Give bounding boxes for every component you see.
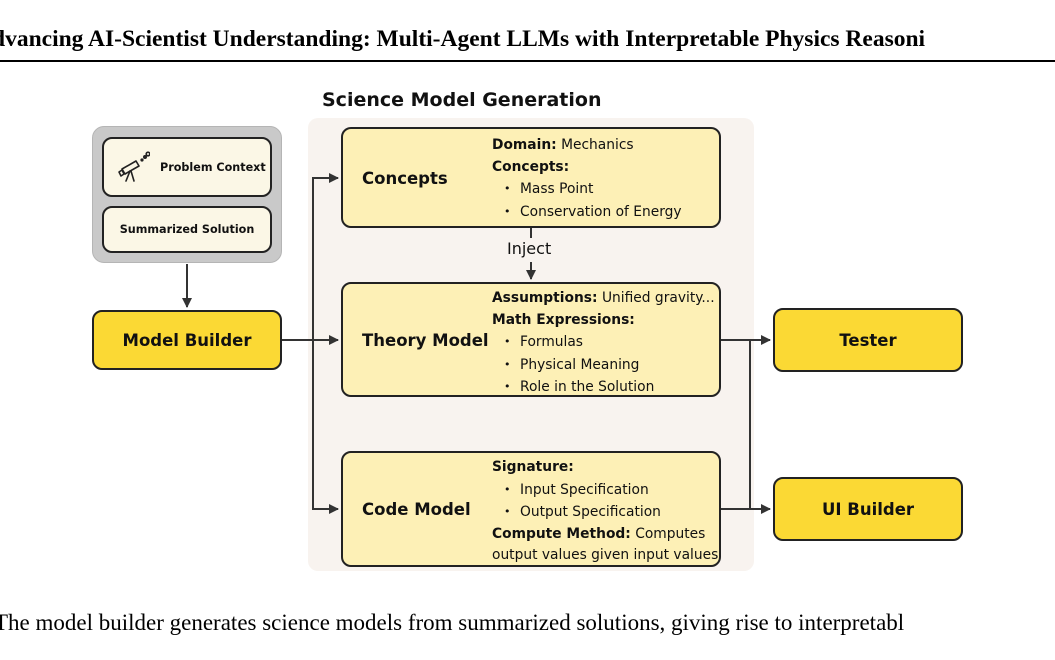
tester-label: Tester [839, 330, 897, 350]
problem-context-label: Problem Context [160, 161, 266, 174]
domain-value: Mechanics [561, 137, 634, 153]
assumptions-value: Unified gravity... [601, 290, 715, 306]
compute-method-value: Computes [635, 525, 706, 542]
paper-title: dvancing AI-Scientist Understanding: Mul… [0, 26, 926, 52]
concepts-key: Concepts: [492, 158, 570, 175]
math-expressions-key: Math Expressions: [492, 311, 635, 328]
theory-details: Assumptions: Unified gravity... Math Exp… [492, 288, 715, 399]
builder-to-concepts-arrow [312, 173, 339, 340]
theory-model-box: Theory Model Assumptions: Unified gravit… [341, 282, 721, 397]
list-item: Mass Point [492, 178, 682, 201]
tester-box: Tester [773, 308, 963, 372]
list-item: Role in the Solution [492, 376, 715, 399]
model-builder-box: Model Builder [92, 310, 282, 370]
domain-key: Domain: [492, 137, 557, 153]
section-title: Science Model Generation [322, 89, 602, 111]
builder-to-code-arrow [312, 340, 339, 514]
figure-caption: The model builder generates science mode… [0, 610, 905, 635]
code-details: Signature: Input Specification Output Sp… [492, 457, 718, 567]
compute-method-key: Compute Method: [492, 525, 631, 542]
summarized-solution-box: Summarized Solution [102, 206, 272, 253]
telescope-icon [116, 151, 151, 185]
model-builder-label: Model Builder [122, 330, 252, 350]
inject-label: Inject [507, 239, 552, 258]
problem-context-box: Problem Context [102, 137, 272, 197]
concepts-details: Domain: Mechanics Concepts: Mass Point C… [492, 135, 682, 223]
signature-key: Signature: [492, 459, 574, 475]
concepts-label: Concepts [362, 169, 448, 188]
title-rule [0, 60, 1055, 62]
list-item: Output Specification [492, 501, 718, 524]
compute-method-line2: output values given input values [492, 547, 719, 563]
concepts-box: Concepts Domain: Mechanics Concepts: Mas… [341, 127, 721, 228]
list-item: Formulas [492, 331, 715, 354]
summarized-solution-label: Summarized Solution [119, 223, 255, 236]
theory-model-label: Theory Model [362, 331, 489, 350]
list-item: Conservation of Energy [492, 201, 682, 224]
code-model-box: Code Model Signature: Input Specificatio… [341, 451, 721, 567]
code-model-label: Code Model [362, 500, 471, 519]
ui-builder-box: UI Builder [773, 477, 963, 541]
assumptions-key: Assumptions: [492, 290, 598, 306]
ui-builder-label: UI Builder [821, 499, 915, 519]
list-item: Physical Meaning [492, 354, 715, 377]
list-item: Input Specification [492, 479, 718, 502]
